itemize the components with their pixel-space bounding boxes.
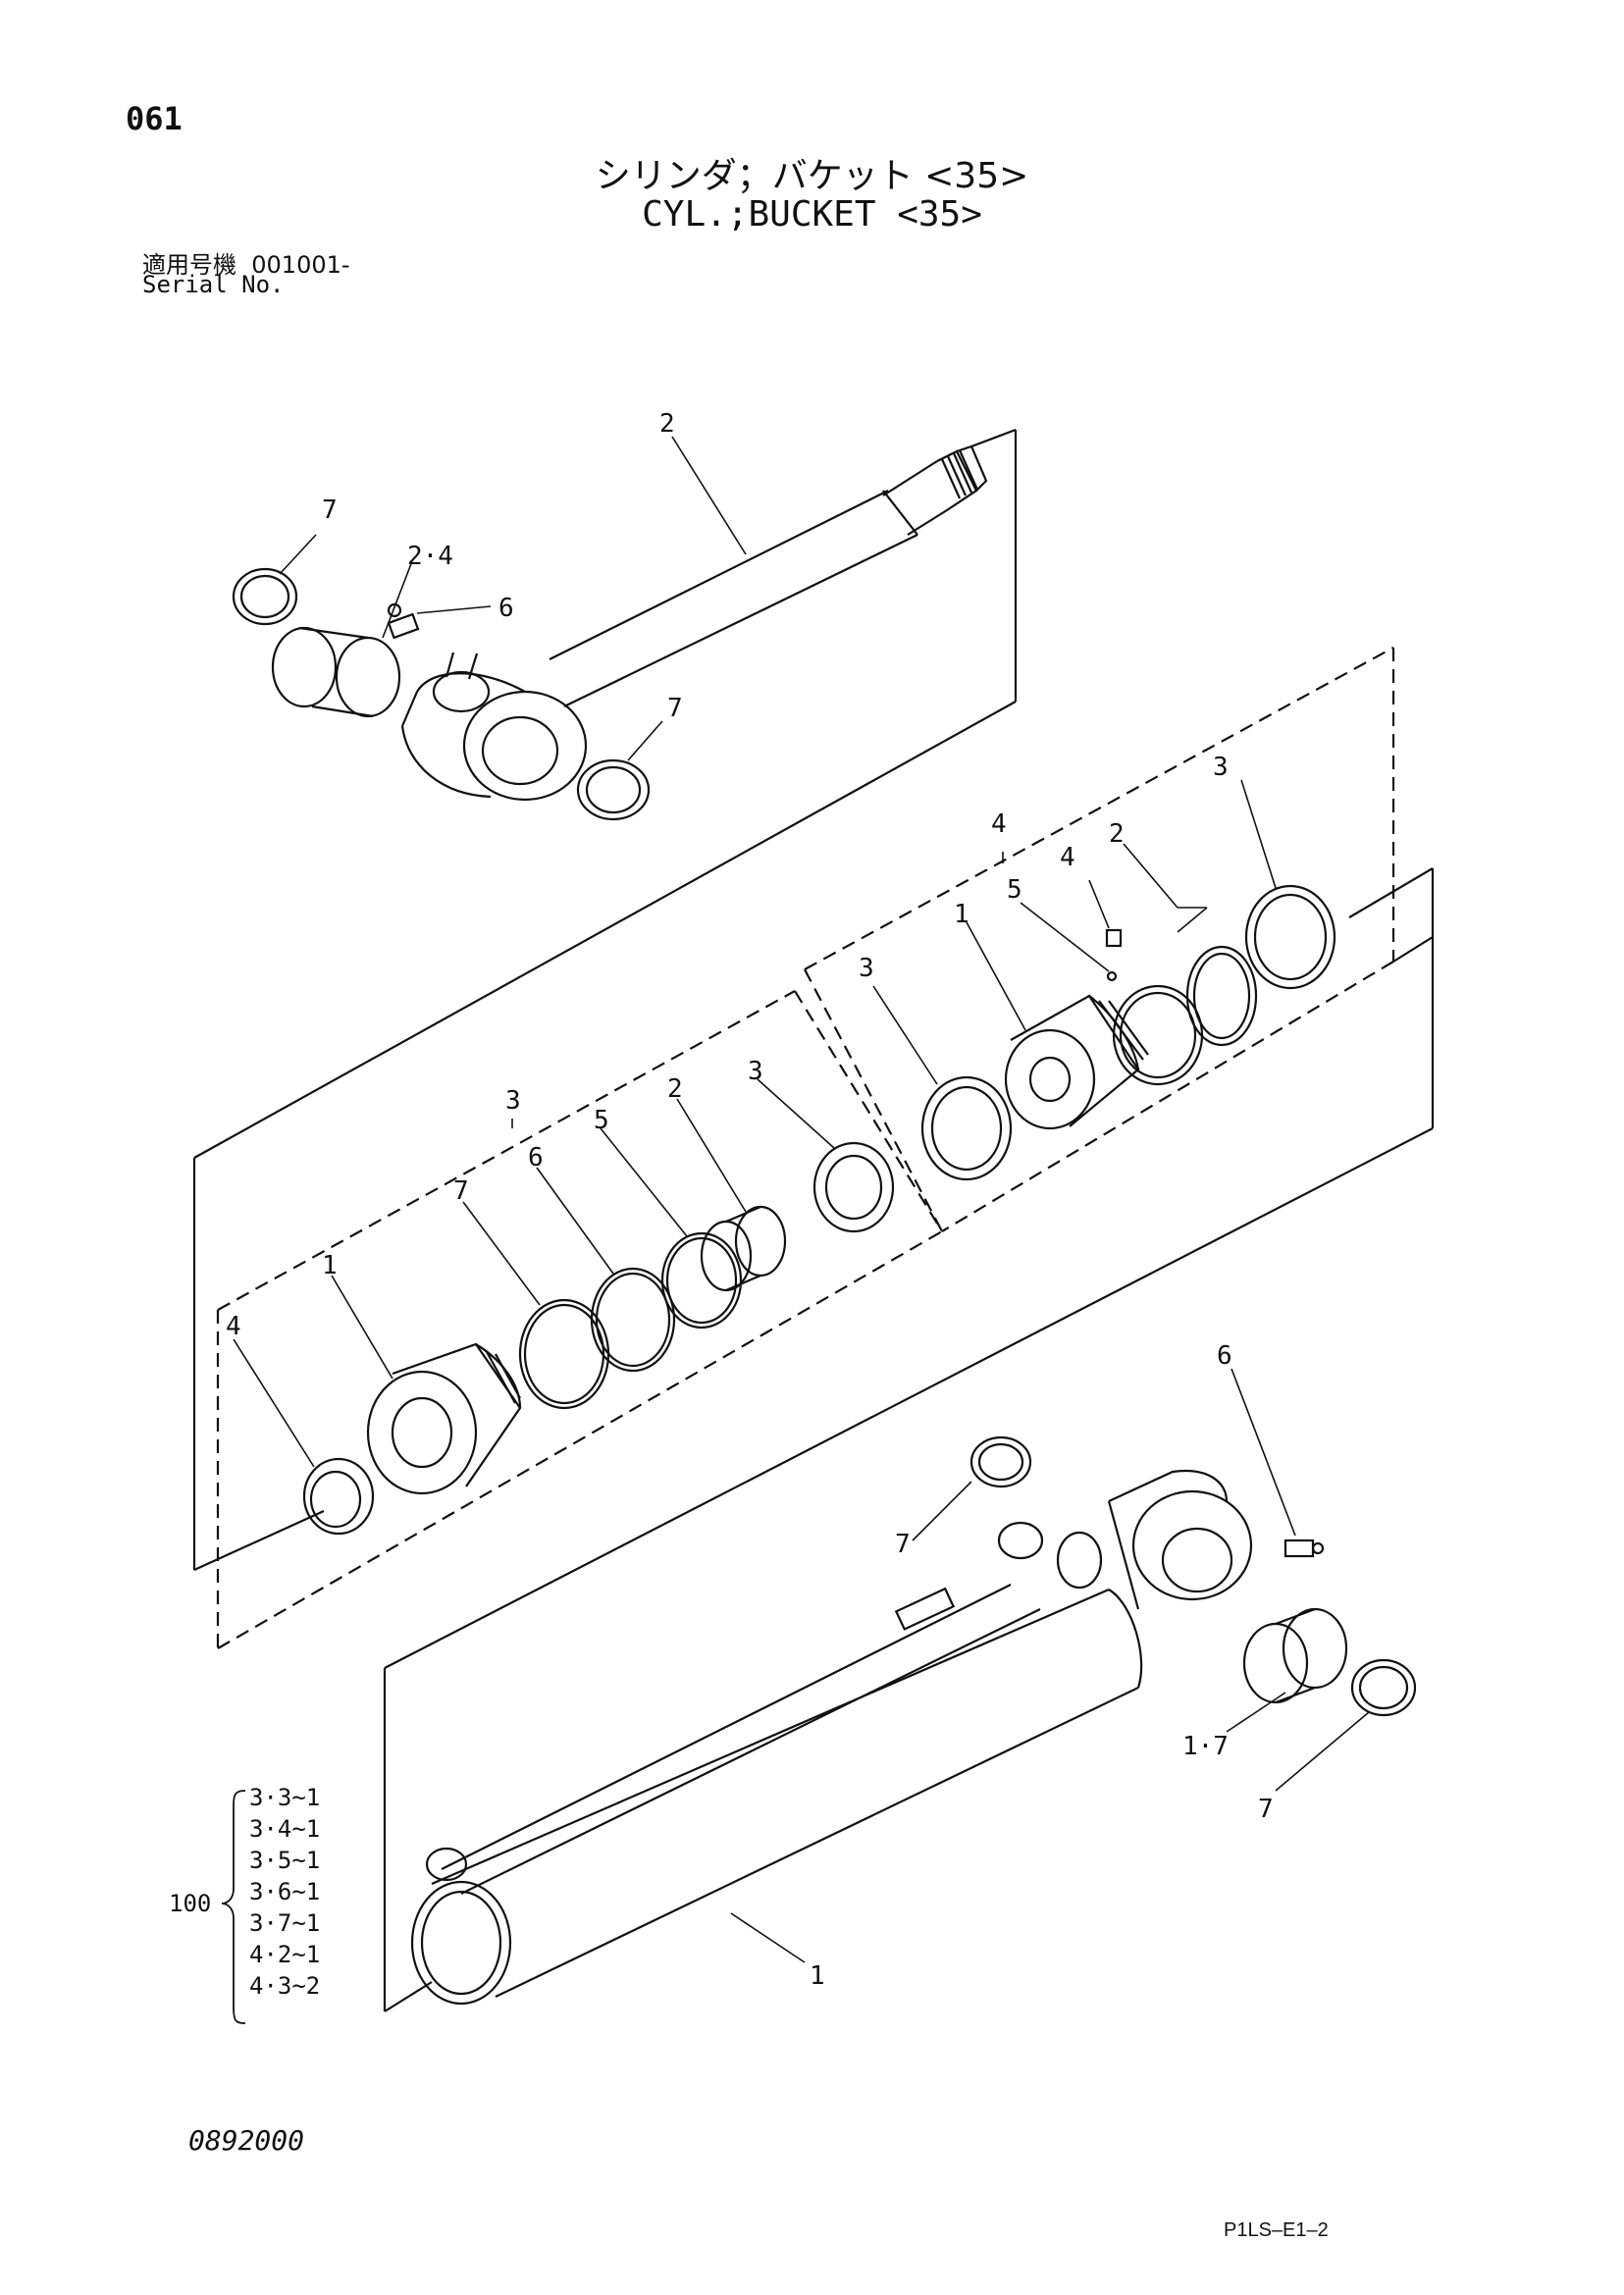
tube-pipe-fitting <box>425 1521 1103 1882</box>
page-title-english: CYL.;BUCKET <35> <box>642 194 982 235</box>
dust-seal-rod-left <box>232 567 298 626</box>
leader-lines <box>233 436 1370 1963</box>
head-seal-ring <box>518 1298 610 1410</box>
callout-tube-seal-top: 7 <box>895 1530 911 1559</box>
kit-item: 3·3~1 <box>249 1784 320 1811</box>
callout-tube: 1 <box>810 1961 825 1991</box>
piston-seal-rings <box>1112 945 1258 1086</box>
cylinder-head <box>366 1342 522 1495</box>
callout-head-oring5: 5 <box>594 1106 609 1135</box>
callout-piston-wear-left: 3 <box>859 954 874 983</box>
kit-label: 100 <box>169 1890 211 1917</box>
rod-eye <box>400 652 588 802</box>
kit-item: 4·2~1 <box>249 1941 320 1968</box>
grease-nipple-tube <box>1283 1539 1325 1558</box>
kit-item: 3·4~1 <box>249 1815 320 1843</box>
piston-rod <box>549 444 988 707</box>
callout-tube-bushing: 1·7 <box>1182 1732 1229 1761</box>
callout-piston-group: 4 <box>991 809 1007 839</box>
head-seal <box>812 1141 895 1233</box>
callout-piston-wear-right: 3 <box>1213 753 1229 782</box>
serial-line-japanese: 適用号機 001001- <box>142 245 350 280</box>
kit-brace <box>221 1790 246 2024</box>
tube-eye <box>1107 1469 1253 1610</box>
callout-head-wiper: 4 <box>226 1312 241 1341</box>
head-o-ring <box>660 1231 743 1330</box>
head-bushing <box>700 1205 787 1292</box>
grease-nipple-rod <box>387 602 420 640</box>
head-group-box <box>216 990 943 1649</box>
callout-piston-ball: 5 <box>1007 875 1022 905</box>
callout-tube-seal-right: 7 <box>1258 1795 1274 1824</box>
cylinder-tube <box>410 1584 1143 2006</box>
kit-item: 4·3~2 <box>249 1972 320 2000</box>
piston-nut <box>1105 928 1123 948</box>
page-code: P1LS–E1–2 <box>1224 2219 1329 2241</box>
piston-wear-ring-right <box>1244 884 1336 990</box>
callout-head-ring7: 7 <box>453 1176 469 1206</box>
callout-rod-bushing: 2·4 <box>407 542 453 571</box>
piston-group-box <box>804 647 1395 1232</box>
rod-bushing <box>271 626 401 718</box>
callout-piston-rings: 2 <box>1109 819 1125 849</box>
serial-value: 001001- <box>251 251 350 279</box>
serial-label-jp: 適用号機 <box>142 251 236 279</box>
callout-head-group: 3 <box>505 1086 521 1116</box>
callout-head-ring6: 6 <box>528 1143 544 1173</box>
callout-head-bushing: 2 <box>667 1074 683 1104</box>
kit-item: 3·7~1 <box>249 1909 320 1937</box>
dust-seal-tube-top <box>969 1435 1032 1488</box>
dust-seal-rod-right <box>576 758 651 821</box>
callout-rod: 2 <box>659 409 675 439</box>
kit-list: 100 3·3~1 3·4~1 3·5~1 3·6~1 3·7~1 4·2~1 … <box>169 1784 320 2000</box>
tube-bushing <box>1242 1607 1348 1704</box>
kit-item: 3·6~1 <box>249 1878 320 1905</box>
serial-label-english: Serial No. <box>142 271 285 298</box>
dust-seal-tube-right <box>1350 1658 1417 1717</box>
piston-wear-ring-left <box>920 1075 1013 1181</box>
page-title-japanese: シリンダ；バケット <35> <box>595 156 1029 196</box>
page-number: 061 <box>126 100 183 137</box>
callout-rod-seal-left: 7 <box>322 496 338 525</box>
callout-head-seal: 3 <box>748 1057 763 1086</box>
piston-body <box>1004 994 1149 1130</box>
callout-piston-body: 1 <box>954 900 969 929</box>
piston-ball <box>1106 970 1118 982</box>
callout-head-body: 1 <box>322 1251 338 1280</box>
callout-rod-seal-right: 7 <box>667 694 683 723</box>
callout-rod-grease: 6 <box>498 594 514 623</box>
head-wiper <box>302 1457 375 1536</box>
document-code: 0892000 <box>188 2124 305 2157</box>
callout-tube-grease: 6 <box>1217 1341 1232 1371</box>
callout-piston-nut: 4 <box>1060 843 1075 872</box>
kit-item: 3·5~1 <box>249 1847 320 1874</box>
